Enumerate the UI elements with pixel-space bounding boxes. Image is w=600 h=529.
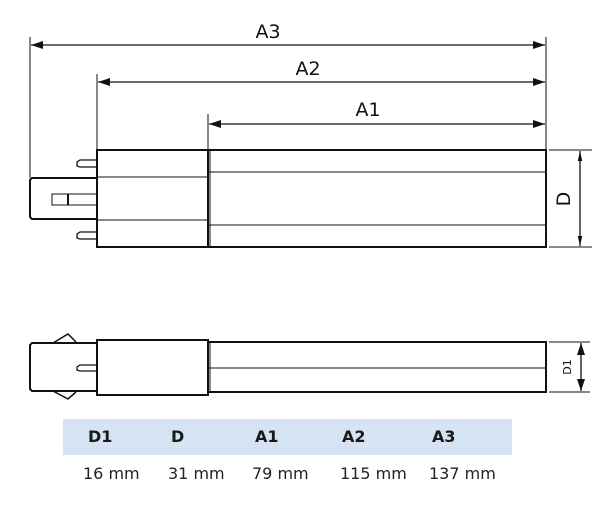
a1-label: A1 bbox=[355, 99, 380, 121]
dimension-lines bbox=[31, 41, 585, 391]
a2-label: A2 bbox=[295, 58, 320, 80]
header-d1: D1 bbox=[88, 427, 113, 446]
header-d: D bbox=[171, 427, 185, 446]
table-row: 16 mm 31 mm 79 mm 115 mm 137 mm bbox=[63, 455, 512, 493]
lamp-tube bbox=[207, 149, 547, 248]
value-d: 31 mm bbox=[168, 464, 225, 483]
lamp-side-view bbox=[29, 333, 547, 400]
d1-label: D1 bbox=[561, 359, 574, 374]
header-a2: A2 bbox=[342, 427, 366, 446]
a3-label: A3 bbox=[255, 21, 280, 43]
value-a1: 79 mm bbox=[252, 464, 309, 483]
header-a3: A3 bbox=[432, 427, 456, 446]
lamp-top-view bbox=[29, 149, 547, 248]
header-a1: A1 bbox=[255, 427, 279, 446]
dimensions-table: D1 D A1 A2 A3 16 mm 31 mm 79 mm 115 mm 1… bbox=[63, 419, 512, 493]
lamp-cap bbox=[96, 149, 209, 248]
d-label: D bbox=[553, 192, 575, 207]
table-header-row: D1 D A1 A2 A3 bbox=[63, 419, 512, 455]
extension-lines bbox=[29, 37, 592, 393]
value-a2: 115 mm bbox=[340, 464, 407, 483]
lamp-plug bbox=[29, 177, 97, 220]
lamp-pin-top bbox=[76, 159, 97, 168]
lamp-pin-bottom bbox=[76, 231, 97, 240]
value-a3: 137 mm bbox=[429, 464, 496, 483]
value-d1: 16 mm bbox=[83, 464, 140, 483]
